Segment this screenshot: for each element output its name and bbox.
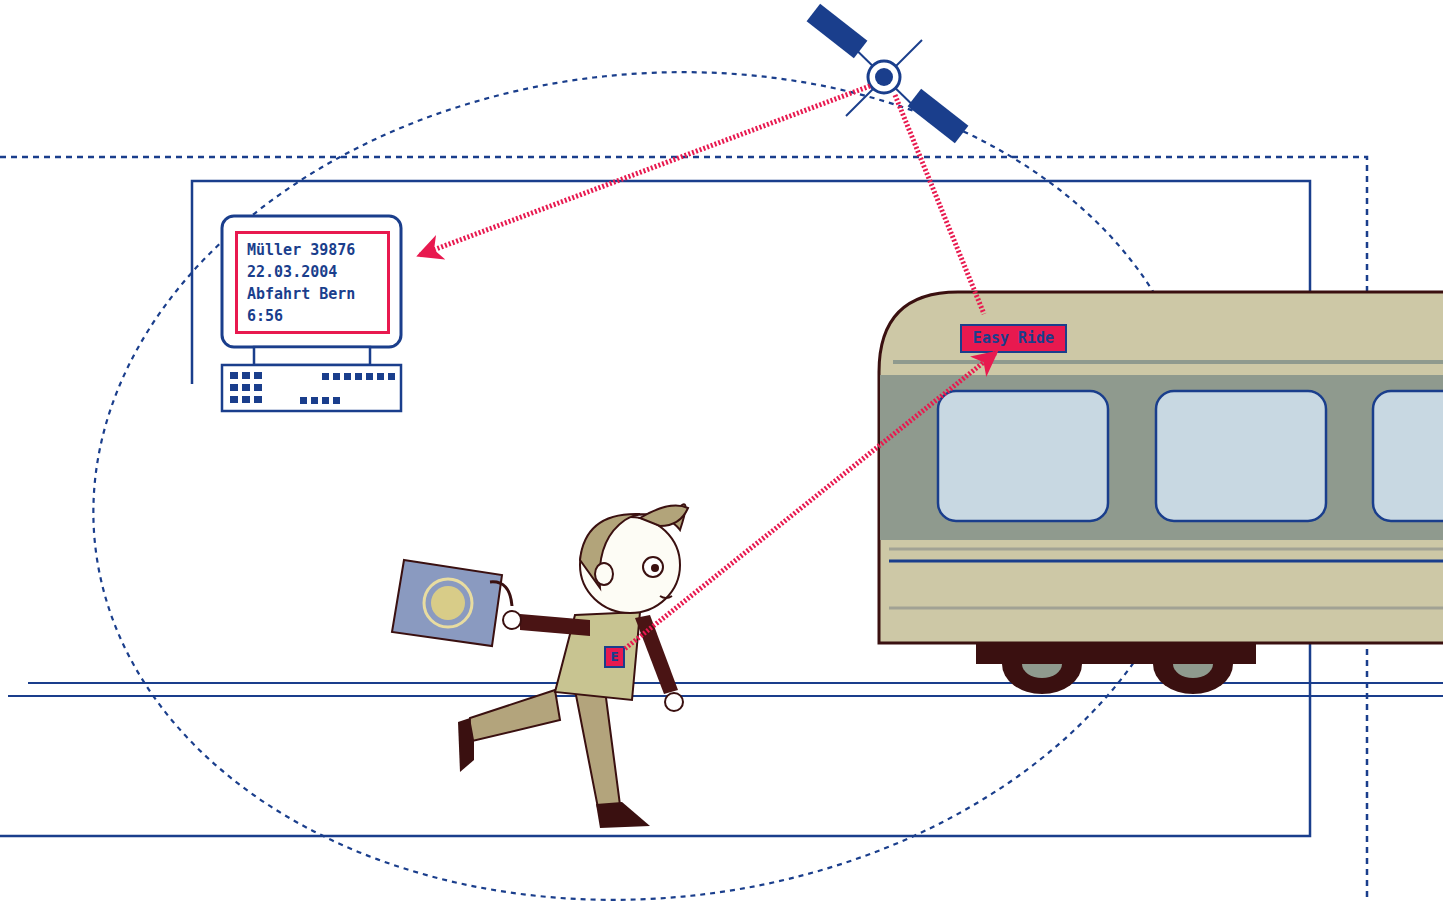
node-text: E xyxy=(606,648,623,666)
node-text: Müller 39876 xyxy=(247,239,387,261)
traveller xyxy=(392,504,688,828)
node-text: Abfahrt Bern xyxy=(247,283,387,305)
coverage-ellipse xyxy=(52,18,1244,902)
computer xyxy=(222,216,401,411)
badge: E xyxy=(604,646,625,668)
radio-link xyxy=(895,95,984,314)
node-text: Easy Ride xyxy=(962,327,1065,349)
destination-sign: Easy Ride xyxy=(960,324,1067,353)
node-text: 22.03.2004 xyxy=(247,261,387,283)
node-text: 6:56 xyxy=(247,305,387,327)
radio-link xyxy=(625,353,995,649)
screen-display: Müller 3987622.03.2004Abfahrt Bern6:56 xyxy=(235,231,390,334)
train-car xyxy=(879,292,1443,694)
platform-line xyxy=(8,695,1443,697)
satellite xyxy=(807,4,969,143)
radio-link xyxy=(420,86,870,255)
platform-line xyxy=(28,682,1443,684)
